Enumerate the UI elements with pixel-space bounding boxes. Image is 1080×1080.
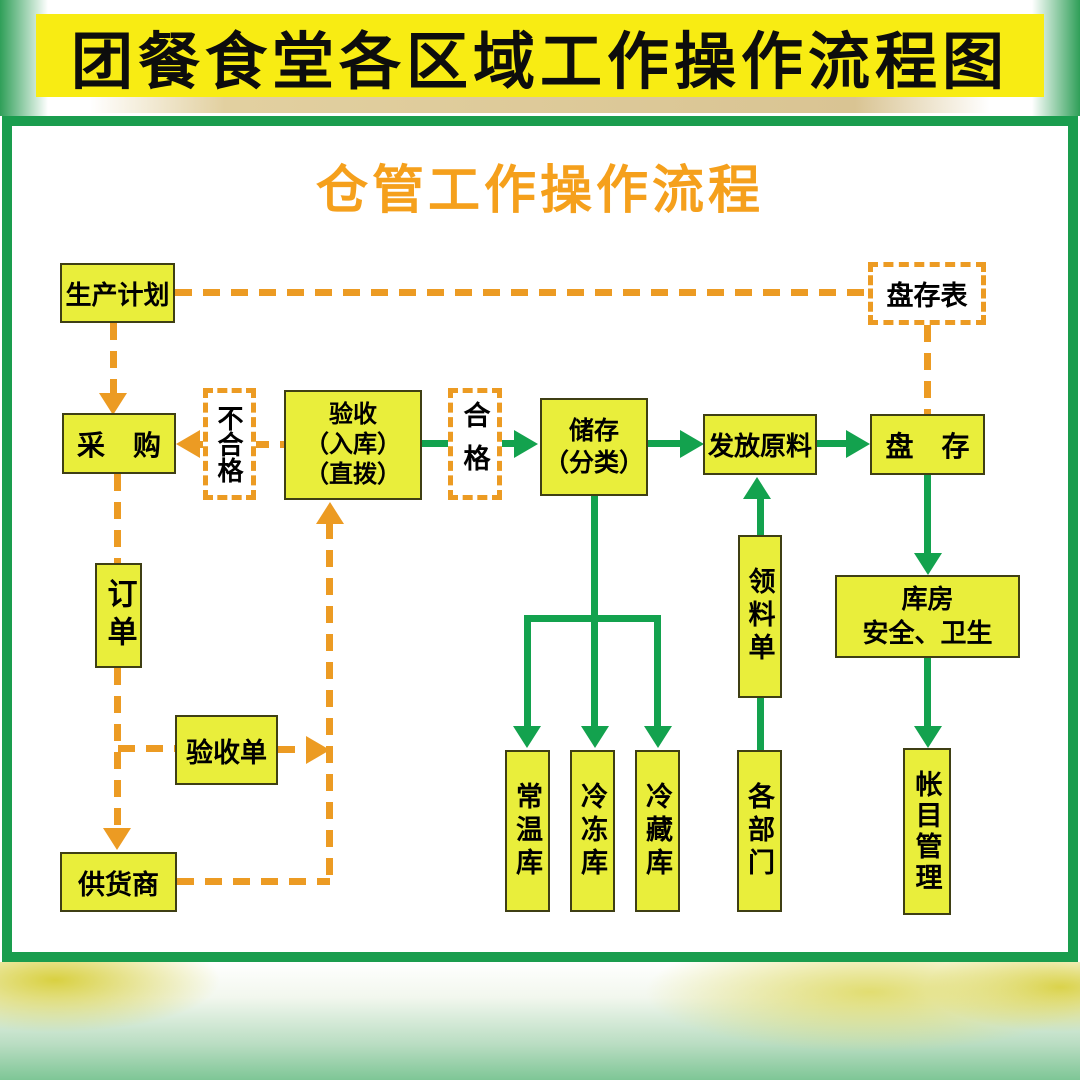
banner-shadow	[90, 97, 990, 113]
poster-title: 团餐食堂各区域工作操作流程图	[70, 27, 1009, 97]
node-label: 帐目管理	[911, 769, 942, 894]
arrowhead-unqualified-to-purchase	[176, 430, 200, 458]
poster-title-banner: 团餐食堂各区域工作操作流程图	[36, 14, 1044, 97]
connector-departments-to-requisition	[757, 698, 764, 750]
node-label: 合格	[459, 401, 490, 487]
node-label-line: （直拨）	[305, 461, 401, 488]
node-warehouse-safety: 库房 安全、卫生	[835, 575, 1020, 658]
connector-supplier-right	[177, 878, 330, 885]
node-stocktake: 盘 存	[870, 414, 985, 475]
arrowhead-to-cold-warehouse	[644, 726, 672, 748]
arrowhead-to-inspection	[316, 502, 344, 524]
node-label-line: 验收	[329, 401, 377, 428]
node-label-line: （分类）	[543, 449, 644, 477]
arrowhead-to-stocktake	[846, 430, 870, 458]
connector-sheet-to-stocktake	[924, 325, 931, 414]
node-receipt-form: 验收单	[175, 715, 278, 785]
arrowhead-requisition-to-issue	[743, 477, 771, 499]
node-inventory-sheet: 盘存表	[868, 262, 986, 325]
node-label: 冷冻库	[577, 781, 607, 881]
arrowhead-to-issue	[680, 430, 704, 458]
node-label-line: 库房	[901, 583, 954, 614]
node-requisition-form: 领料单	[738, 535, 782, 698]
connector-plan-to-purchase	[110, 323, 117, 395]
connector-purchase-to-order	[114, 474, 121, 563]
node-purchase: 采 购	[62, 413, 176, 474]
node-label: 供货商	[78, 869, 159, 900]
node-unqualified: 不合格	[203, 388, 256, 500]
node-label-line: 安全、卫生	[862, 617, 993, 648]
footer-background	[0, 962, 1080, 1080]
node-label: 冷藏库	[642, 781, 672, 881]
node-label: 盘 存	[885, 430, 970, 462]
connector-branch-to-receipt-form	[118, 745, 175, 752]
node-label: 不合格	[214, 405, 244, 483]
node-label: 各部门	[744, 781, 774, 881]
connector-storage-to-issue	[648, 440, 684, 447]
arrowhead-order-to-supplier	[103, 828, 131, 850]
node-issue-materials: 发放原料	[703, 414, 817, 475]
node-label: 盘存表	[886, 281, 968, 311]
arrowhead-to-normal-warehouse	[513, 726, 541, 748]
connector-storage-split	[524, 615, 661, 622]
node-production-plan: 生产计划	[60, 263, 175, 323]
node-normal-temp-warehouse: 常温库	[505, 750, 550, 912]
node-inspection: 验收 （入库） （直拨）	[284, 390, 422, 500]
node-account-management: 帐目管理	[903, 748, 951, 915]
node-frozen-warehouse: 冷冻库	[570, 750, 615, 912]
node-label: 生产计划	[65, 279, 170, 310]
connector-plan-to-inventory-sheet	[175, 289, 868, 296]
connector-supplier-up-to-inspection	[326, 522, 333, 882]
node-storage: 储存 （分类）	[540, 398, 648, 496]
connector-to-cold-warehouse	[654, 615, 661, 728]
arrowhead-plan-to-purchase	[99, 393, 127, 415]
node-label-line: （入库）	[305, 431, 401, 458]
connector-issue-to-stocktake	[817, 440, 850, 447]
connector-safety-to-account	[924, 658, 931, 728]
connector-receipt-form-out	[278, 746, 308, 753]
node-supplier: 供货商	[60, 852, 177, 912]
arrowhead-to-account	[914, 726, 942, 748]
node-departments: 各部门	[737, 750, 782, 912]
node-label: 订单	[102, 577, 136, 654]
node-label: 采 购	[76, 429, 161, 461]
node-label: 常温库	[512, 781, 542, 881]
node-label: 领料单	[744, 567, 775, 666]
node-order-form: 订单	[95, 563, 142, 668]
diagram-title: 仓管工作操作流程	[315, 162, 764, 220]
connector-to-normal-warehouse	[524, 615, 531, 728]
node-label: 验收单	[186, 737, 267, 768]
arrowhead-to-safety	[914, 553, 942, 575]
connector-order-to-supplier	[114, 668, 121, 830]
connector-stocktake-to-safety	[924, 475, 931, 555]
connector-to-frozen-warehouse	[591, 622, 598, 728]
node-label-line: 储存	[568, 416, 619, 445]
node-qualified: 合格	[448, 388, 502, 500]
arrowhead-to-frozen-warehouse	[581, 726, 609, 748]
connector-storage-down	[591, 494, 598, 622]
arrowhead-to-storage	[514, 430, 538, 458]
connector-requisition-to-issue	[757, 497, 764, 537]
node-cold-storage-warehouse: 冷藏库	[635, 750, 680, 912]
node-label: 发放原料	[707, 431, 812, 461]
